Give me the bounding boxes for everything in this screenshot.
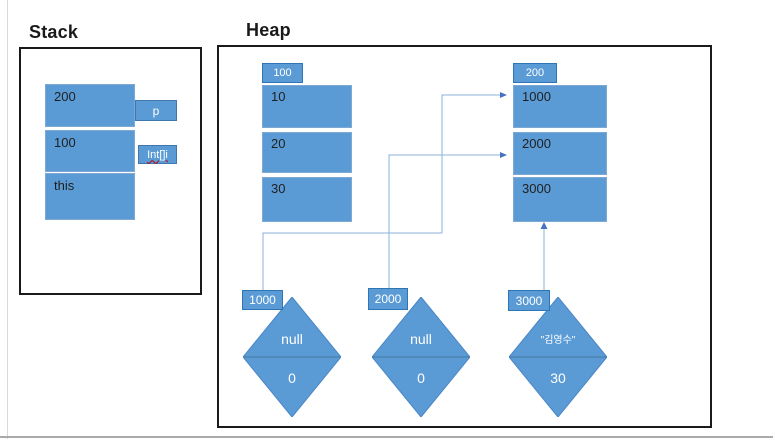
array-cell-value: 10 — [271, 89, 286, 104]
address-tag: 200 — [513, 63, 557, 83]
array-cell: 1000 — [513, 85, 607, 128]
page-edge-line — [7, 0, 8, 439]
stack-section-title: Stack — [29, 22, 79, 42]
array-cell-value: 3000 — [522, 181, 551, 196]
address-tag: 2000 — [368, 288, 408, 310]
object-field-bottom: 0 — [417, 370, 425, 386]
array-cell: 2000 — [513, 132, 607, 175]
stack-frame-value: 200 — [54, 89, 76, 104]
array-cell: 10 — [262, 85, 352, 128]
array-cell: 20 — [262, 132, 352, 173]
stack-frame: 100 — [45, 130, 135, 172]
variable-name-tag: Int[]i — [138, 145, 177, 164]
object-field-top: null — [410, 331, 432, 347]
object-field-top: "김영수" — [541, 334, 576, 346]
heap-object-diamond: null 0 — [243, 297, 341, 417]
address-value: 100 — [273, 67, 292, 79]
address-value: 1000 — [249, 293, 276, 307]
variable-name-tag: p — [135, 100, 177, 121]
object-field-bottom: 0 — [288, 370, 296, 386]
address-tag: 1000 — [242, 290, 283, 310]
array-cell: 3000 — [513, 177, 607, 222]
address-value: 200 — [525, 67, 545, 79]
array-cell-value: 20 — [271, 136, 286, 151]
stack-frame: this — [45, 173, 135, 220]
stack-frame-value: this — [54, 178, 75, 193]
heap-section-title: Heap — [246, 20, 291, 40]
heap-object-diamond: null 0 — [372, 297, 470, 417]
page-bottom-line — [0, 436, 773, 438]
stack-frame: 200 — [45, 84, 135, 127]
variable-name: Int[]i — [147, 148, 168, 161]
address-value: 2000 — [374, 292, 402, 306]
array-cell-value: 30 — [271, 181, 286, 196]
array-cell-value: 2000 — [522, 136, 551, 151]
array-cell: 30 — [262, 177, 352, 222]
variable-name: p — [152, 103, 160, 118]
object-field-top: null — [281, 331, 303, 347]
stack-frame-value: 100 — [54, 135, 76, 150]
address-value: 3000 — [515, 293, 543, 308]
object-field-bottom: 30 — [550, 370, 566, 386]
address-tag: 100 — [262, 63, 303, 83]
array-cell-value: 1000 — [522, 89, 551, 104]
address-tag: 3000 — [508, 290, 550, 311]
heap-object-diamond: "김영수" 30 — [509, 297, 607, 417]
